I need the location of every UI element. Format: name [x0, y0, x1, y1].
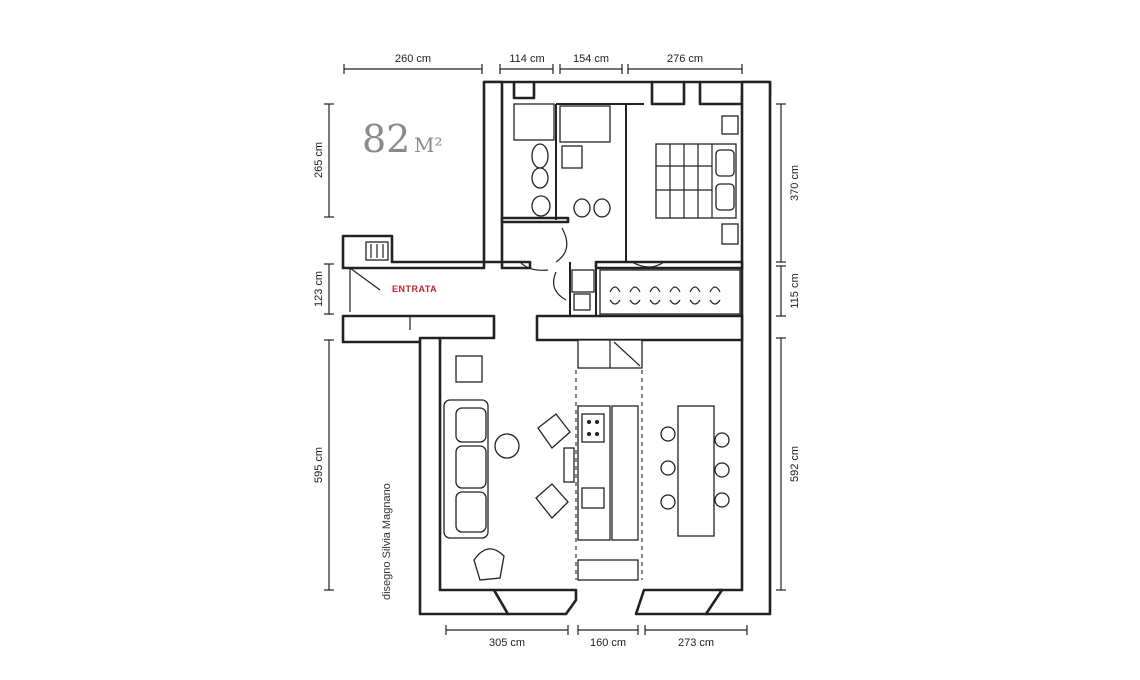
wall-entrance-bottom — [341, 314, 496, 344]
sofa-cushion-2 — [455, 445, 487, 489]
nightstand-2 — [721, 223, 739, 245]
bathroom-fixtures — [513, 103, 611, 218]
coffee-table — [494, 433, 520, 459]
dim-top-3: 154 cm — [573, 53, 609, 65]
sink-kitchen — [581, 487, 605, 509]
armchair-1 — [537, 413, 571, 449]
sink-2 — [561, 145, 583, 169]
wall-hall-horizontal — [500, 216, 570, 224]
dim-bottom-2: 160 cm — [590, 637, 626, 649]
credit-text: disegno Silvia Magnano — [381, 483, 393, 600]
pillow-1 — [715, 149, 735, 177]
dim-top-4: 276 cm — [667, 53, 703, 65]
wall-upper-left — [482, 80, 504, 264]
bidet-2 — [593, 198, 611, 218]
small-storage-2 — [573, 293, 591, 311]
chair-3 — [660, 494, 676, 510]
armchair-2 — [535, 483, 569, 519]
dim-right-2: 115 cm — [789, 273, 801, 308]
toilet-1 — [531, 143, 549, 169]
toilet-2 — [573, 198, 591, 218]
chair-6 — [714, 492, 730, 508]
entrance-door-swing — [349, 267, 381, 312]
sofa-cushion-1 — [455, 407, 487, 443]
chair-5 — [714, 462, 730, 478]
dining-table — [677, 405, 715, 537]
dim-left-3: 595 cm — [313, 447, 325, 483]
dim-left-2: 123 cm — [313, 271, 325, 307]
chair-1 — [660, 426, 676, 442]
shower-1 — [513, 103, 555, 141]
tv-unit — [563, 447, 575, 483]
shower-2 — [559, 105, 611, 143]
armchair-3 — [473, 548, 505, 581]
side-table — [455, 355, 483, 383]
wall-top — [482, 80, 772, 106]
dim-bottom-1: 305 cm — [489, 637, 525, 649]
bottom-counter — [577, 559, 639, 581]
wall-bottom-2 — [634, 588, 724, 616]
chair-4 — [714, 432, 730, 448]
wall-entrance-top — [341, 234, 486, 270]
door-swings — [519, 227, 665, 301]
small-storage — [571, 269, 595, 293]
wall-closet-top — [594, 260, 744, 270]
bidet-1 — [531, 167, 549, 189]
area-unit: M² — [414, 133, 443, 157]
dim-top-1: 260 cm — [395, 53, 431, 65]
wardrobe — [571, 269, 741, 315]
sink-1 — [531, 195, 551, 217]
sofa-cushion-3 — [455, 491, 487, 533]
dim-bottom-3: 273 cm — [678, 637, 714, 649]
dim-right-3: 592 cm — [789, 446, 801, 482]
area-label: 82 M² — [362, 117, 443, 161]
dim-right-1: 370 cm — [789, 165, 801, 201]
entrance-label: ENTRATA — [392, 284, 437, 294]
bedroom — [655, 115, 739, 245]
living-area — [443, 339, 730, 581]
wall-hall-horizontal-2 — [535, 314, 744, 342]
dimension-lines — [324, 64, 786, 635]
dim-left-1: 265 cm — [313, 142, 325, 178]
area-value: 82 — [362, 117, 410, 161]
counter-right — [611, 405, 639, 541]
chair-2 — [660, 460, 676, 476]
cooktop — [581, 413, 605, 443]
entrance-step — [380, 315, 411, 330]
nightstand-1 — [721, 115, 739, 135]
entrance: ENTRATA — [349, 241, 437, 330]
pillow-2 — [715, 183, 735, 211]
wall-bottom-1 — [492, 588, 578, 616]
dim-top-2: 114 cm — [509, 53, 544, 65]
